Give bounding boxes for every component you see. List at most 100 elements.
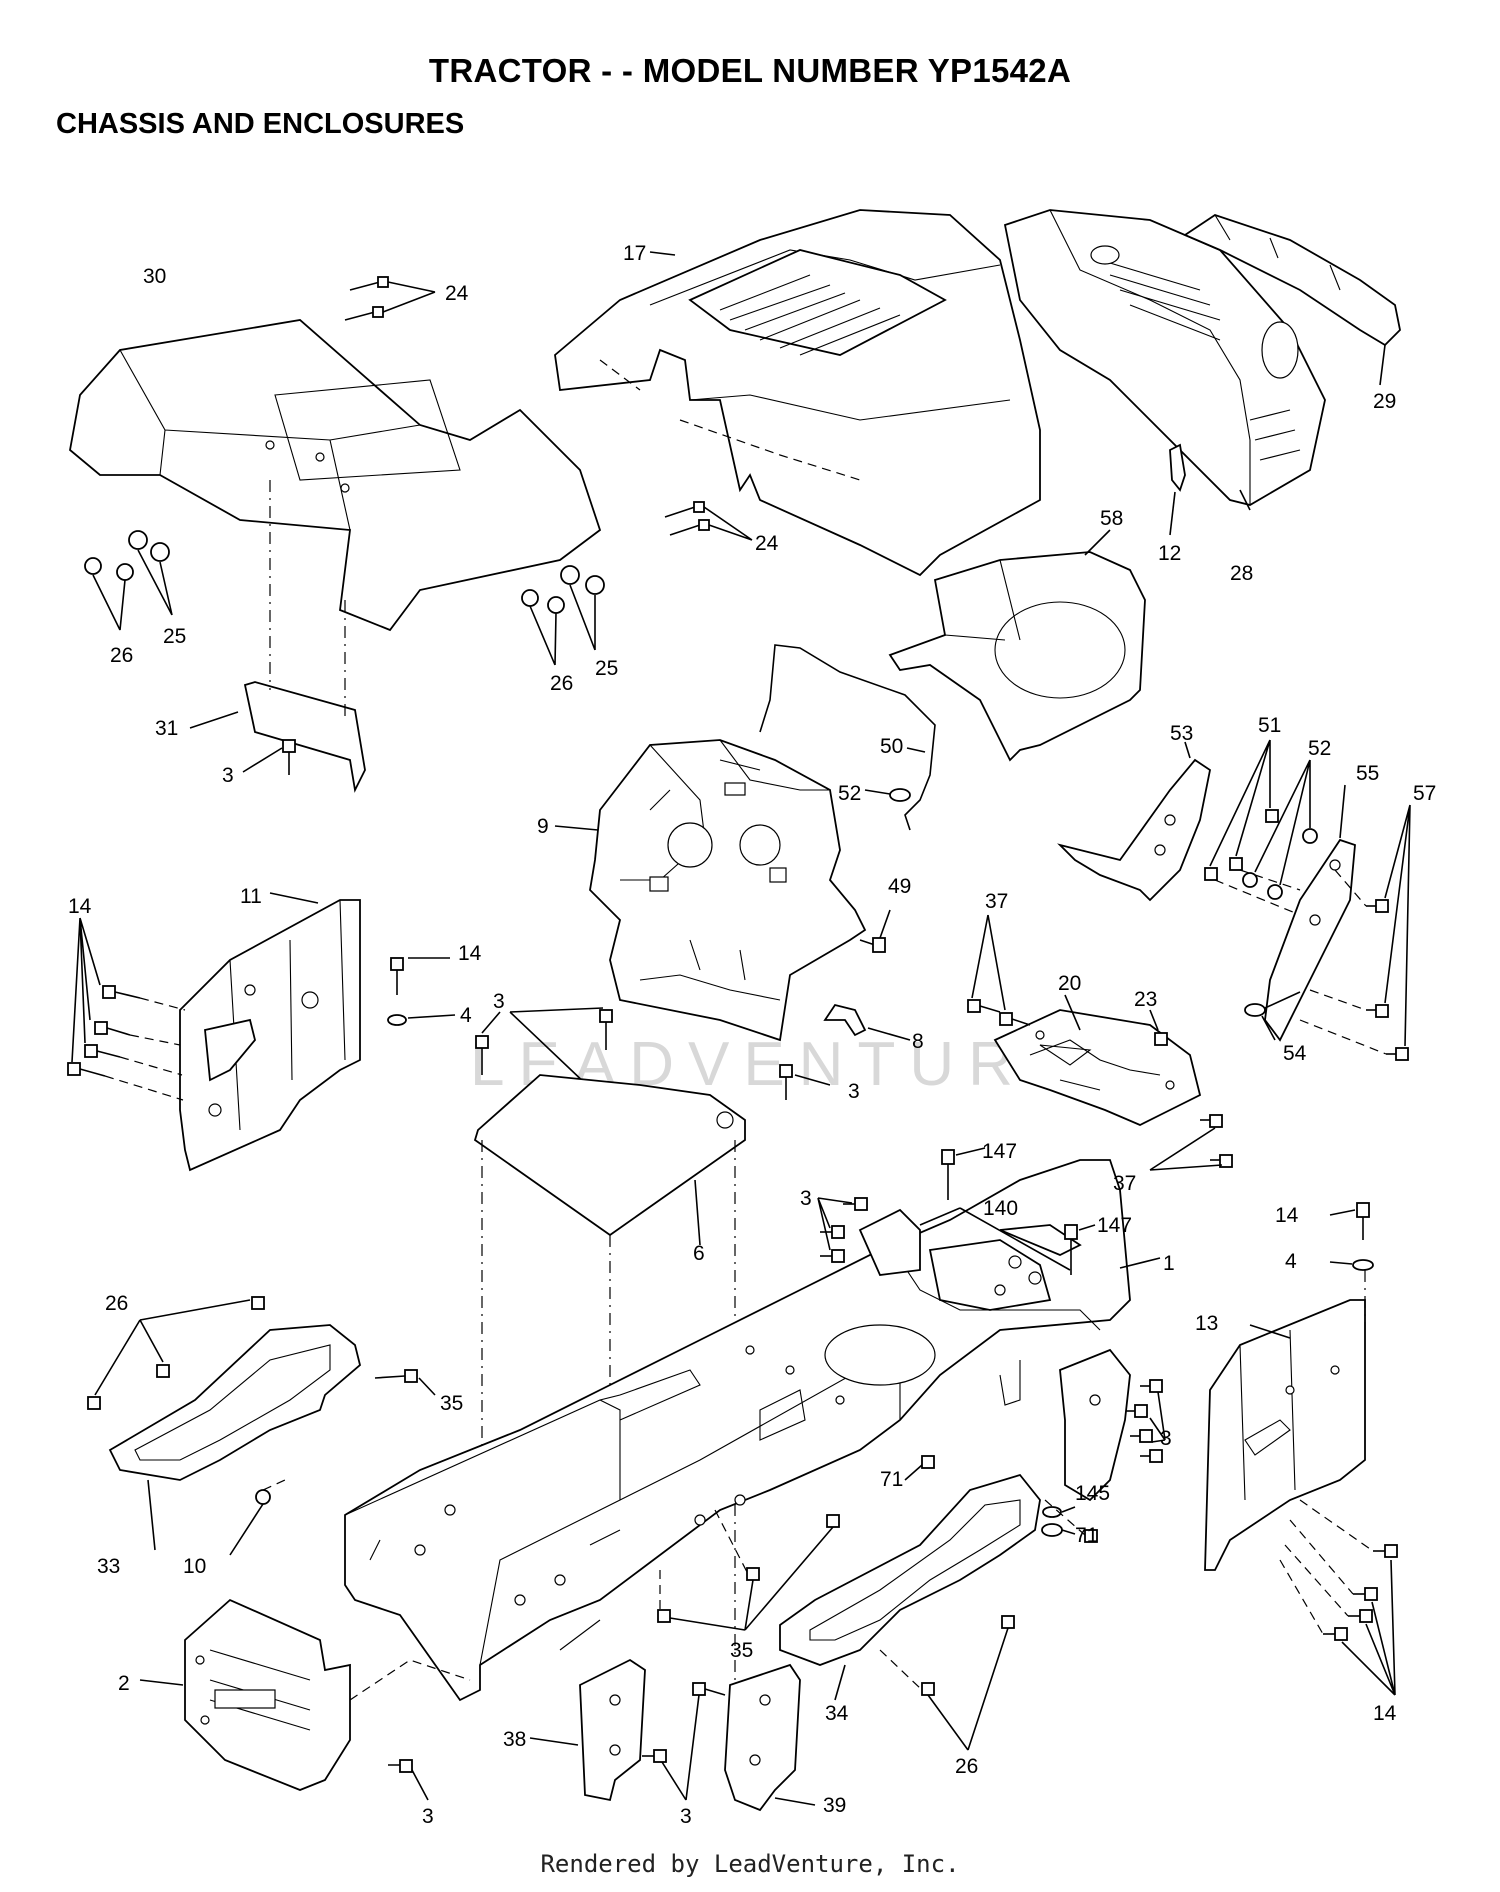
- part-28-grille-housing[interactable]: [1003, 209, 1326, 511]
- part-3-screws-frame-left[interactable]: [817, 1197, 868, 1263]
- callout-33: 33: [97, 1555, 120, 1578]
- part-3-screw-fender[interactable]: [242, 739, 296, 775]
- part-25-26-washers-nuts-left[interactable]: [84, 530, 173, 631]
- callout-49: 49: [888, 875, 911, 898]
- part-50-wire-bracket[interactable]: [759, 644, 936, 831]
- callout-145: 145: [1075, 1482, 1110, 1505]
- part-58-dash-shroud[interactable]: [888, 529, 1146, 762]
- part-71-145-hardware[interactable]: [904, 1455, 1076, 1537]
- part-14-bolts-right[interactable]: [1279, 1499, 1398, 1696]
- section-title: CHASSIS AND ENCLOSURES: [56, 108, 465, 140]
- part-35-bolts-lower[interactable]: [657, 1509, 840, 1631]
- callout-2: 2: [118, 1672, 130, 1695]
- callout-53: 53: [1170, 722, 1193, 745]
- part-55-pedal-bracket[interactable]: [1264, 784, 1356, 1042]
- callout-26-left: 26: [110, 644, 133, 667]
- callout-25-left: 25: [163, 625, 186, 648]
- part-front-axle-bracket[interactable]: [1059, 1348, 1131, 1502]
- callout-35-left: 35: [440, 1392, 463, 1415]
- callout-3-center: 3: [493, 990, 505, 1013]
- part-53-bracket[interactable]: [1057, 741, 1212, 902]
- callout-35-lower: 35: [730, 1639, 753, 1662]
- part-20-steering-bracket[interactable]: [993, 994, 1202, 1126]
- callout-39: 39: [823, 1794, 846, 1817]
- callout-38: 38: [503, 1728, 526, 1751]
- part-140-front-bracket[interactable]: [858, 1207, 1071, 1276]
- callout-1: 1: [1163, 1252, 1175, 1275]
- callout-37-lower: 37: [1113, 1172, 1136, 1195]
- part-13-right-side-panel[interactable]: [1204, 1299, 1366, 1571]
- callout-3-apron: 3: [422, 1805, 434, 1828]
- part-8-clip[interactable]: [823, 1003, 911, 1041]
- part-34-right-footrest[interactable]: [779, 1473, 1041, 1701]
- callout-28: 28: [1230, 562, 1253, 585]
- part-31-fender-bracket[interactable]: [189, 480, 366, 793]
- callout-25-right: 25: [595, 657, 618, 680]
- callout-13: 13: [1195, 1312, 1218, 1335]
- part-33-left-footrest[interactable]: [108, 1324, 362, 1551]
- callout-140: 140: [983, 1197, 1018, 1220]
- footer-credit: Rendered by LeadVenture, Inc.: [540, 1850, 960, 1878]
- callout-labels: 30 24 17 29 12 28 24 58 25 26 25 26 31 3…: [68, 242, 1436, 1828]
- part-14-4-bolt-washer-left[interactable]: [387, 957, 456, 1026]
- callout-58: 58: [1100, 507, 1123, 530]
- part-14-bolts-left[interactable]: [67, 917, 186, 1101]
- callout-52-dash: 52: [838, 782, 861, 805]
- part-23-nut[interactable]: [1149, 1009, 1168, 1046]
- part-49-bolt[interactable]: [859, 909, 891, 953]
- callout-55: 55: [1356, 762, 1379, 785]
- part-24-bolts-upper[interactable]: [344, 276, 436, 321]
- callout-24-upper: 24: [445, 282, 469, 305]
- part-57-bolts[interactable]: [1299, 804, 1411, 1061]
- part-37-bolts[interactable]: [967, 914, 1233, 1171]
- callout-26-footrest-left: 26: [105, 1292, 128, 1315]
- part-35-bolts-left[interactable]: [374, 1369, 436, 1396]
- part-3-screws-frame-right[interactable]: [1125, 1379, 1166, 1463]
- part-3-screw-apron[interactable]: [388, 1759, 429, 1801]
- callout-14-left: 14: [68, 895, 92, 918]
- callout-71-right: 71: [1075, 1524, 1098, 1547]
- callout-24-lower: 24: [755, 532, 779, 555]
- part-12-hood-clip[interactable]: [1169, 443, 1186, 536]
- callout-54: 54: [1283, 1042, 1307, 1065]
- callout-30: 30: [143, 265, 166, 288]
- part-52-washer-dash[interactable]: [864, 788, 911, 802]
- part-26-nuts-right-footrest[interactable]: [879, 1499, 1098, 1751]
- callout-147-upper: 147: [982, 1140, 1017, 1163]
- callout-20: 20: [1058, 972, 1081, 995]
- callout-11: 11: [240, 885, 262, 908]
- part-29-headlight-lens[interactable]: [1183, 214, 1401, 386]
- callout-31: 31: [155, 717, 178, 740]
- part-25-26-washers-nuts-right[interactable]: [521, 565, 605, 666]
- part-39-bracket[interactable]: [724, 1663, 816, 1812]
- callout-26-right: 26: [550, 672, 573, 695]
- callout-14-right-top: 14: [1275, 1204, 1299, 1227]
- part-11-left-side-panel[interactable]: [179, 892, 361, 1172]
- part-54-fastener[interactable]: [1244, 991, 1301, 1041]
- part-17-hood[interactable]: [554, 209, 1041, 577]
- part-2-front-apron[interactable]: [139, 1598, 471, 1791]
- part-9-dash-panel[interactable]: [554, 739, 867, 1042]
- part-30-rear-fender[interactable]: [69, 319, 602, 632]
- part-51-52-nuts-washers[interactable]: [1204, 739, 1318, 916]
- callout-4-right: 4: [1285, 1250, 1297, 1273]
- part-3-screws-brackets[interactable]: [642, 1682, 726, 1801]
- callout-17: 17: [623, 242, 646, 265]
- callout-26-footrest-right: 26: [955, 1755, 978, 1778]
- callout-57: 57: [1413, 782, 1436, 805]
- callout-34: 34: [825, 1702, 849, 1725]
- callout-12: 12: [1158, 542, 1181, 565]
- part-24-bolts-lower[interactable]: [664, 501, 753, 541]
- callout-14-top: 14: [458, 942, 482, 965]
- part-147-bolts[interactable]: [941, 1147, 1096, 1275]
- callout-23: 23: [1134, 988, 1157, 1011]
- part-26-nuts-left-footrest[interactable]: [87, 1296, 265, 1410]
- callout-4-left: 4: [460, 1004, 472, 1027]
- callout-3-fender: 3: [222, 764, 234, 787]
- part-10-hardware[interactable]: [229, 1479, 286, 1556]
- part-14-4-bolt-washer-right[interactable]: [1329, 1202, 1374, 1330]
- callout-6: 6: [693, 1242, 705, 1265]
- part-38-bracket[interactable]: [529, 1658, 646, 1802]
- part-1-frame[interactable]: [344, 1159, 1161, 1702]
